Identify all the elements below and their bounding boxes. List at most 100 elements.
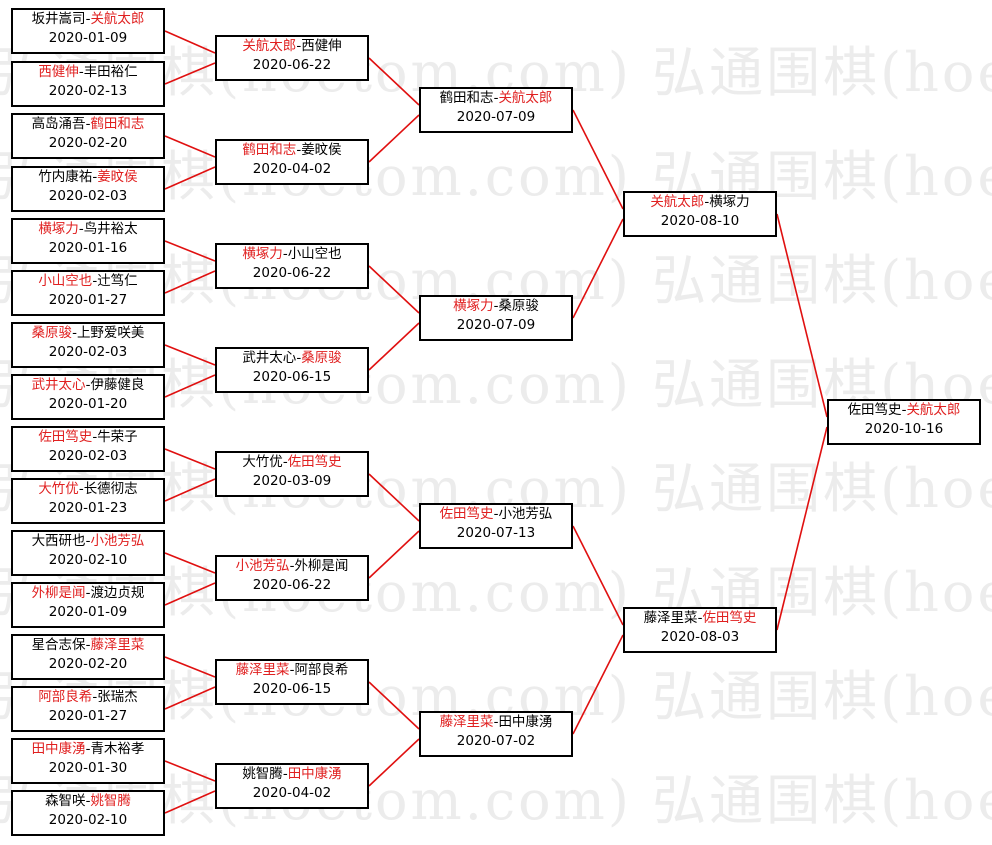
separator: -: [282, 766, 288, 782]
player-one: 藤泽里菜: [235, 662, 290, 678]
separator: -: [282, 246, 288, 262]
player-two: 关航太郎: [90, 11, 145, 27]
match-date: 2020-06-22: [252, 577, 332, 593]
match-date: 2020-01-27: [48, 292, 128, 308]
separator: -: [289, 662, 295, 678]
match-date: 2020-02-03: [48, 188, 128, 204]
match-players: 武井太心-伊藤健良: [13, 376, 163, 395]
separator: -: [92, 273, 98, 289]
player-two: 上野爱咲美: [76, 325, 145, 341]
connector-r1m4-to-r2m2: [164, 166, 216, 190]
match-date: 2020-02-20: [48, 135, 128, 151]
player-one: 桑原骏: [31, 325, 73, 341]
separator: -: [78, 481, 84, 497]
separator: -: [697, 610, 703, 626]
player-two: 牛荣子: [97, 429, 138, 445]
match-date: 2020-06-15: [252, 369, 332, 385]
separator: -: [493, 90, 499, 106]
match-players: 关航太郎-西健伸: [217, 37, 367, 56]
player-one: 横塚力: [38, 221, 79, 237]
player-two: 渡边贞规: [90, 585, 145, 601]
player-one: 藤泽里菜: [439, 714, 494, 730]
connector-r2m3-to-r3m2: [368, 265, 420, 314]
match-players: 西健伸-丰田裕仁: [13, 63, 163, 82]
player-two: 小山空也: [287, 246, 342, 262]
separator: -: [85, 533, 91, 549]
connector-r1m2-to-r2m1: [164, 62, 216, 85]
separator: -: [72, 325, 77, 341]
player-two: 西健伸: [301, 38, 342, 54]
watermark-text: 弘通围棋(hoetom.com) 弘通围棋(hoetom.com) 弘通围棋(h…: [0, 769, 992, 832]
match-players: 小池芳弘-外柳是闻: [217, 557, 367, 576]
connector-r2m2-to-r3m1: [368, 114, 420, 163]
match-players: 外柳是闻-渡边贞规: [13, 584, 163, 603]
player-one: 森智咲: [45, 793, 86, 809]
connector-r2m6-to-r3m3: [368, 530, 420, 579]
match-date: 2020-10-16: [864, 421, 944, 437]
player-two: 佐田笃史: [702, 610, 757, 626]
match-date: 2020-02-03: [48, 448, 128, 464]
player-one: 小山空也: [38, 273, 93, 289]
separator: -: [85, 377, 91, 393]
match-players: 藤泽里菜-佐田笃史: [625, 609, 775, 628]
connector-r4m1-to-r5m1: [776, 213, 828, 418]
match-date: 2020-01-09: [48, 30, 128, 46]
connector-r1m16-to-r2m8: [164, 790, 216, 814]
watermark-text: 弘通围棋(hoetom.com) 弘通围棋(hoetom.com) 弘通围棋(h…: [0, 145, 992, 208]
match-players: 横塚力-桑原骏: [421, 297, 571, 316]
connector-r1m11-to-r2m6: [164, 552, 216, 574]
player-one: 关航太郎: [650, 194, 705, 210]
match-date: 2020-04-02: [252, 785, 332, 801]
match-date: 2020-06-22: [252, 265, 332, 281]
player-two: 佐田笃史: [287, 454, 342, 470]
match-players: 大西研也-小池芳弘: [13, 532, 163, 551]
player-one: 横塚力: [453, 298, 494, 314]
player-two: 辻笃仁: [97, 273, 138, 289]
player-two: 姜旼侯: [301, 142, 342, 158]
match-players: 藤泽里菜-阿部良希: [217, 661, 367, 680]
connector-r1m7-to-r2m4: [164, 344, 216, 366]
player-two: 小池芳弘: [498, 506, 553, 522]
separator: -: [85, 11, 91, 27]
separator: -: [85, 793, 91, 809]
player-one: 鹤田和志: [242, 142, 297, 158]
match-date: 2020-08-10: [660, 213, 740, 229]
player-two: 张瑞杰: [97, 689, 138, 705]
player-one: 佐田笃史: [38, 429, 93, 445]
separator: -: [901, 402, 907, 418]
match-date: 2020-08-03: [660, 629, 740, 645]
player-two: 鹤田和志: [90, 116, 145, 132]
player-one: 关航太郎: [242, 38, 297, 54]
match-players: 星合志保-藤泽里菜: [13, 636, 163, 655]
player-one: 西健伸: [38, 64, 79, 80]
connector-r1m3-to-r2m2: [164, 135, 216, 158]
match-date: 2020-06-22: [252, 57, 332, 73]
match-date: 2020-01-30: [48, 760, 128, 776]
player-one: 小池芳弘: [235, 558, 290, 574]
connector-r1m9-to-r2m5: [164, 448, 216, 470]
connector-r1m13-to-r2m7: [164, 656, 216, 678]
player-one: 武井太心: [242, 350, 297, 366]
separator: -: [493, 506, 499, 522]
separator: -: [296, 38, 302, 54]
separator: -: [296, 350, 302, 366]
player-two: 田中康湧: [287, 766, 342, 782]
match-date: 2020-01-20: [48, 396, 128, 412]
connector-r3m4-to-r4m2: [572, 634, 624, 735]
connector-r1m10-to-r2m5: [164, 478, 216, 502]
connector-r1m15-to-r2m8: [164, 760, 216, 782]
player-two: 丰田裕仁: [83, 64, 138, 80]
player-two: 伊藤健良: [90, 377, 145, 393]
connector-r4m2-to-r5m1: [776, 426, 828, 631]
player-one: 竹内康祐: [38, 169, 93, 185]
player-two: 桑原骏: [498, 298, 539, 314]
player-two: 鸟井裕太: [83, 221, 138, 237]
